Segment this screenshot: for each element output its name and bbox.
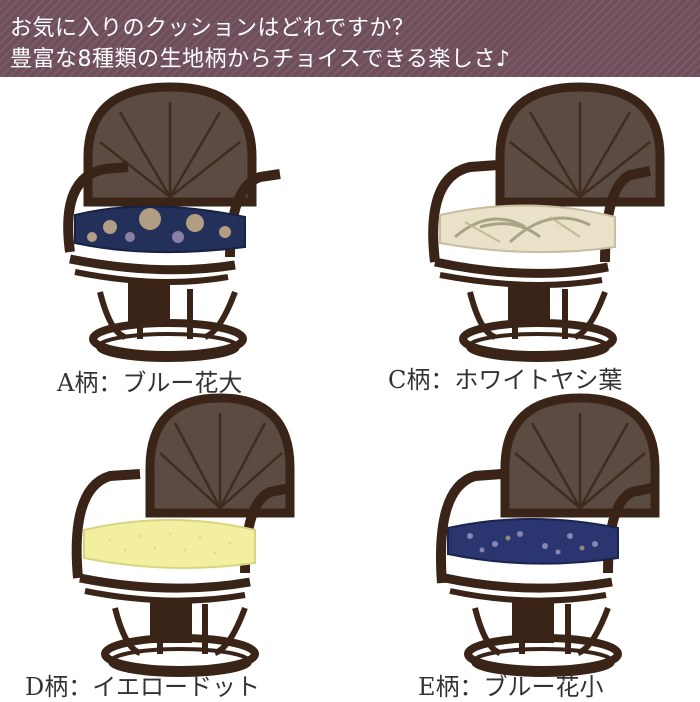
chair-caption-e: E柄：ブルー花小: [418, 673, 604, 701]
chair-tile-c[interactable]: C柄：ホワイトヤシ葉: [350, 77, 700, 394]
chair-caption-d: D柄：イエロードット: [25, 673, 261, 701]
banner-tagline: 豊富な8種類の生地柄からチョイスできる楽しさ♪: [10, 47, 511, 72]
chair-caption-c: C柄：ホワイトヤシ葉: [388, 366, 623, 394]
banner-question: お気に入りのクッションはどれですか？: [10, 16, 415, 41]
chair-tile-d[interactable]: D柄：イエロードット: [0, 388, 350, 701]
chair-image-c: [428, 82, 665, 362]
chair-image-d: [71, 393, 295, 677]
chair-tile-e[interactable]: E柄：ブルー花小: [350, 388, 700, 701]
header-banner: お気に入りのクッションはどれですか？ 豊富な8種類の生地柄からチョイスできる楽し…: [0, 0, 700, 77]
chair-image-a: [63, 82, 281, 362]
chair-image-e: [435, 393, 660, 677]
chair-tile-a[interactable]: A柄：ブルー花大: [0, 77, 350, 397]
chair-caption-a: A柄：ブルー花大: [57, 369, 243, 397]
